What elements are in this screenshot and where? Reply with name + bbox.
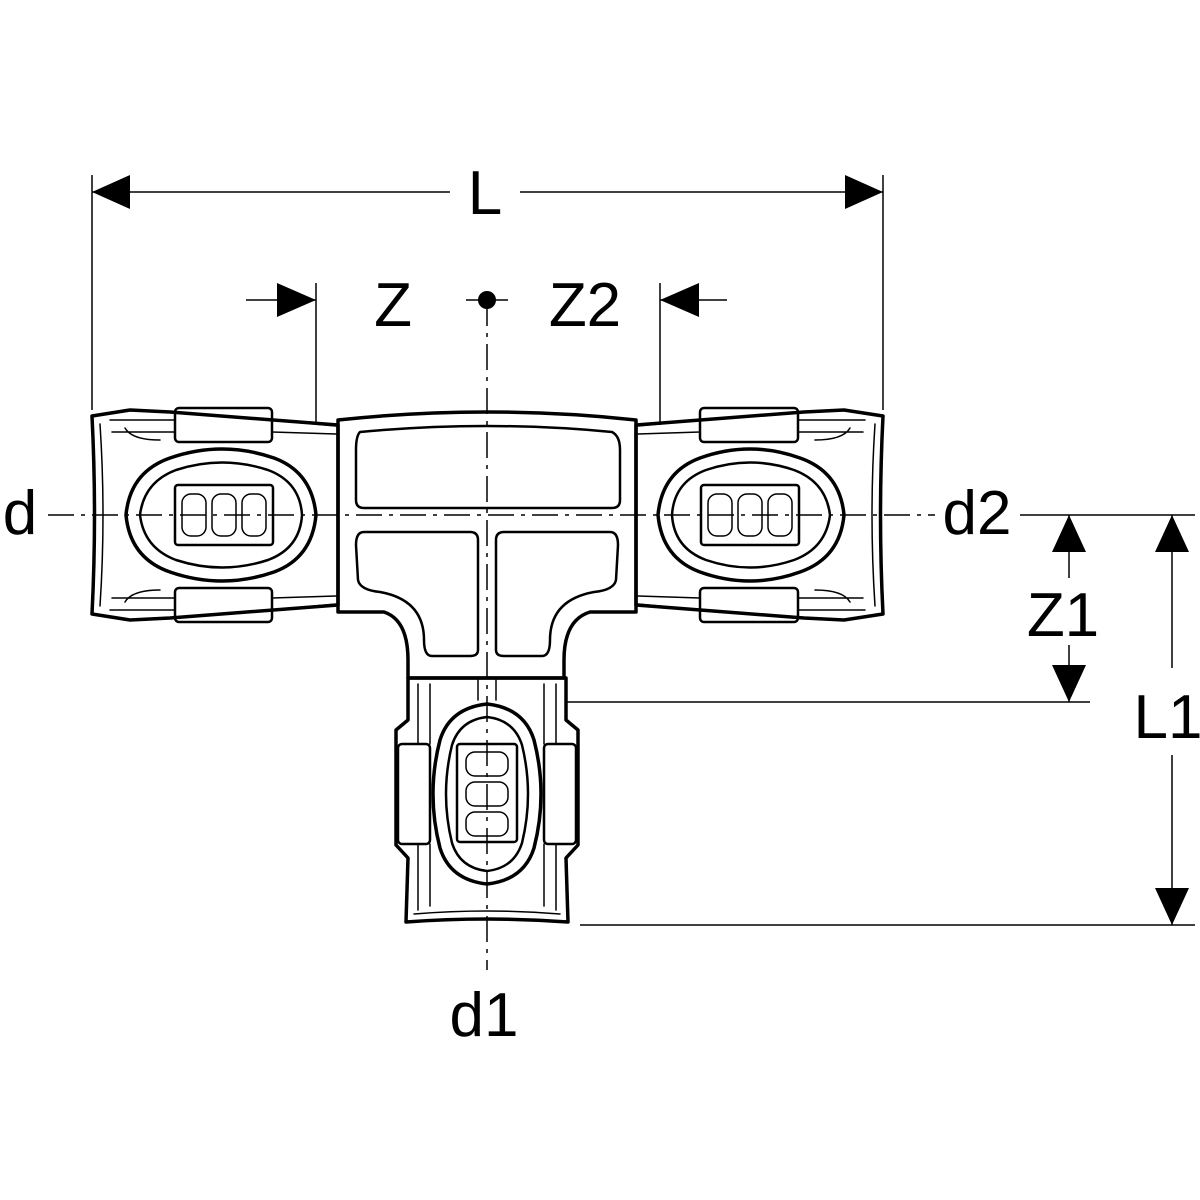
- tee-lower-right-lobe: [494, 530, 620, 658]
- center-lines: [48, 291, 935, 970]
- arrowhead-L1-top: [1155, 515, 1189, 552]
- right-connector-bottom-clip: [698, 586, 800, 624]
- right-press-connector: [634, 406, 885, 624]
- tee-lower-left-lobe: [354, 530, 480, 658]
- dimension-L: L: [91, 159, 884, 410]
- tee-body: [336, 410, 638, 680]
- label-d: d: [3, 479, 37, 548]
- bottom-indicator-window-1: [465, 751, 509, 777]
- arrowhead-Z1-top: [1052, 515, 1086, 552]
- right-press-window-outer: [656, 447, 846, 583]
- bottom-press-indicator-box: [455, 742, 519, 844]
- left-connector-outline: [90, 408, 340, 622]
- left-press-connector: [90, 406, 340, 624]
- left-press-window-outer: [124, 447, 318, 583]
- dimension-Z1: Z1: [565, 515, 1099, 703]
- label-Z1: Z1: [1027, 581, 1099, 650]
- dimension-Z2: Z2: [549, 271, 727, 425]
- arrowhead-L1-bottom: [1155, 888, 1189, 925]
- right-press-indicator-box: [699, 483, 801, 547]
- label-d2: d2: [943, 479, 1012, 548]
- left-connector-inner-edge: [99, 423, 104, 607]
- arrowhead-L-left: [92, 175, 130, 209]
- label-L1: L1: [1134, 683, 1200, 752]
- left-connector-top-ribs: [109, 419, 337, 441]
- right-connector-bottom-ribs: [637, 589, 866, 611]
- left-connector-bottom-ribs: [109, 589, 337, 611]
- left-press-window-inner: [138, 461, 304, 569]
- right-connector-outline: [634, 408, 885, 622]
- right-connector-inner-edge: [871, 423, 876, 607]
- left-connector-bottom-clip: [173, 586, 274, 624]
- right-connector-top-clip: [698, 406, 800, 444]
- bottom-press-window-inner: [444, 715, 530, 873]
- left-indicator-window-1: [181, 493, 207, 537]
- right-indicator-window-3: [767, 493, 793, 537]
- bottom-press-window-outer: [431, 702, 543, 886]
- label-Z2: Z2: [549, 271, 621, 340]
- bottom-connector-outline: [394, 676, 580, 924]
- dimension-Z: Z: [246, 271, 412, 425]
- bottom-connector-right-clip: [542, 742, 578, 846]
- bottom-press-connector: [394, 676, 580, 924]
- left-connector-top-clip: [173, 406, 274, 444]
- label-Z: Z: [374, 271, 412, 340]
- right-press-window-inner: [670, 461, 832, 569]
- bottom-indicator-window-2: [465, 781, 509, 807]
- left-indicator-window-2: [211, 493, 237, 537]
- right-connector-top-ribs: [637, 419, 866, 441]
- arrowhead-Z: [277, 283, 316, 317]
- label-d1: d1: [450, 981, 519, 1050]
- right-indicator-window-1: [707, 493, 733, 537]
- left-indicator-window-3: [241, 493, 267, 537]
- left-press-indicator-box: [173, 483, 275, 547]
- dimension-L1: L1: [580, 514, 1200, 926]
- bottom-indicator-window-3: [465, 811, 509, 837]
- bottom-connector-ribs: [417, 679, 557, 911]
- arrowhead-L-right: [845, 175, 883, 209]
- right-indicator-window-2: [737, 493, 763, 537]
- bottom-connector-left-clip: [396, 742, 432, 846]
- tee-run-inner-channel: [354, 424, 622, 510]
- arrowhead-Z1-bottom: [1052, 665, 1086, 702]
- tee-body-outline: [336, 410, 638, 680]
- bottom-connector-inner-edge: [413, 910, 561, 915]
- label-L: L: [468, 159, 502, 228]
- arrowhead-Z2: [660, 283, 699, 317]
